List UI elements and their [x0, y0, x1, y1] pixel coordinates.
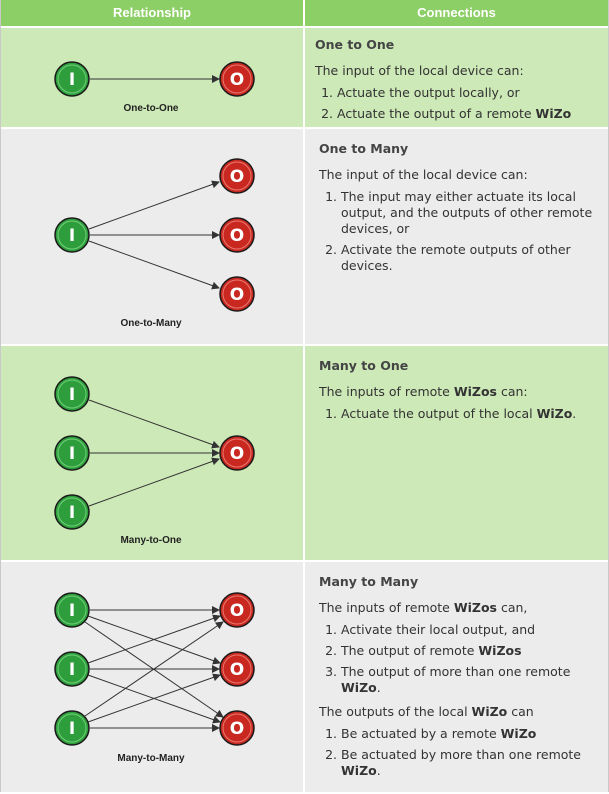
column-separator [303, 346, 305, 560]
list-item: The output of more than one remote WiZo. [341, 664, 602, 696]
list-item: Actuate the output of the local WiZo. [341, 406, 602, 422]
input-node: I [54, 61, 90, 97]
svg-text:I: I [69, 660, 75, 680]
input-node: I [54, 376, 90, 412]
connection-arrow [88, 457, 220, 507]
header-connections: Connections [305, 0, 608, 26]
connection-list: Actuate the output of the local WiZo. [319, 406, 602, 422]
connection-arrow [88, 399, 220, 449]
input-node: I [54, 217, 90, 253]
connection-arrow [88, 240, 220, 290]
connection-intro-outputs: The outputs of the local WiZo can [319, 704, 534, 719]
svg-text:O: O [230, 444, 244, 464]
diagram-cell: I O O O One-to-Many [1, 129, 303, 344]
many-to-one-diagram: I I I O [54, 376, 255, 530]
connections-cell: Many to One The inputs of remote WiZos c… [305, 346, 608, 560]
list-item: Activate the remote outputs of other dev… [341, 242, 602, 274]
connections-text: Many to One The inputs of remote WiZos c… [319, 358, 602, 430]
diagram-cell: I I I O [1, 562, 303, 792]
svg-text:O: O [230, 285, 244, 305]
svg-text:I: I [69, 385, 75, 405]
output-node: O [219, 435, 255, 471]
list-item: Actuate the output of a remote WiZo [337, 106, 602, 122]
many-to-many-diagram: I I I O [54, 592, 255, 746]
connection-list: The input may either actuate its local o… [319, 189, 602, 274]
diagram-cell: I O One-to-One [1, 28, 303, 127]
connection-list-outputs: Be actuated by a remote WiZo Be actuated… [319, 726, 602, 779]
input-node: I [54, 494, 90, 530]
list-item: Activate their local output, and [341, 622, 602, 638]
output-node: O [219, 592, 255, 628]
diagram-label: Many-to-Many [117, 753, 185, 764]
row-many-to-one: I I I O Many-to-One [1, 346, 608, 560]
connection-arrow [87, 614, 221, 664]
connection-intro: The inputs of remote WiZos can, [319, 600, 528, 615]
connection-title: Many to Many [319, 574, 419, 589]
row-one-to-many: I O O O One-to-Many [1, 129, 608, 344]
output-node: O [219, 61, 255, 97]
one-to-one-diagram: I O [54, 61, 255, 97]
svg-text:O: O [230, 226, 244, 246]
one-to-many-diagram: I O O O [54, 158, 255, 312]
list-item: Be actuated by more than one remote WiZo… [341, 747, 602, 779]
svg-text:I: I [69, 601, 75, 621]
list-item: Actuate the output locally, or [337, 85, 602, 101]
list-item: Be actuated by a remote WiZo [341, 726, 602, 742]
input-node: I [54, 651, 90, 687]
diagram-label: One-to-One [123, 103, 179, 114]
connection-arrow [87, 673, 221, 723]
output-node: O [219, 276, 255, 312]
svg-text:I: I [69, 719, 75, 739]
connection-arrow [84, 621, 224, 717]
diagram-cell: I I I O Many-to-One [1, 346, 303, 560]
row-separator [1, 560, 608, 562]
connections-cell: Many to Many The inputs of remote WiZos … [305, 562, 608, 792]
row-separator [1, 26, 608, 28]
connection-list: Actuate the output locally, or Actuate t… [315, 85, 602, 122]
row-one-to-one: I O One-to-One One to One The input of t… [1, 28, 608, 127]
output-node: O [219, 651, 255, 687]
row-many-to-many: I I I O [1, 562, 608, 792]
connections-text: One to One The input of the local device… [315, 37, 602, 130]
column-separator [303, 562, 305, 792]
svg-text:I: I [69, 226, 75, 246]
connections-text: One to Many The input of the local devic… [319, 141, 602, 282]
row-separator [1, 344, 608, 346]
diagram-label: One-to-Many [120, 318, 182, 329]
connection-title: One to One [315, 37, 395, 52]
diagram-label: Many-to-One [120, 535, 182, 546]
list-item: The input may either actuate its local o… [341, 189, 602, 237]
connection-list: Activate their local output, and The out… [319, 622, 602, 696]
svg-text:I: I [69, 444, 75, 464]
connection-intro: The input of the local device can: [315, 63, 524, 78]
output-node: O [219, 217, 255, 253]
input-node: I [54, 710, 90, 746]
connections-cell: One to One The input of the local device… [305, 28, 608, 127]
row-separator [1, 127, 608, 129]
connection-intro: The inputs of remote WiZos can: [319, 384, 528, 399]
svg-text:O: O [230, 660, 244, 680]
connections-cell: One to Many The input of the local devic… [305, 129, 608, 344]
connection-title: One to Many [319, 141, 409, 156]
column-separator [303, 28, 305, 127]
column-separator [303, 129, 305, 344]
connection-title: Many to One [319, 358, 409, 373]
connections-text: Many to Many The inputs of remote WiZos … [319, 574, 602, 787]
connection-arrow [88, 180, 220, 230]
svg-text:O: O [230, 70, 244, 90]
input-node: I [54, 592, 90, 628]
output-node: O [219, 158, 255, 194]
input-node: I [54, 435, 90, 471]
output-node: O [219, 710, 255, 746]
svg-text:I: I [69, 70, 75, 90]
svg-text:O: O [230, 167, 244, 187]
header-relationship: Relationship [1, 0, 303, 26]
svg-text:I: I [69, 503, 75, 523]
svg-text:O: O [230, 719, 244, 739]
connection-intro: The input of the local device can: [319, 167, 528, 182]
list-item: The output of remote WiZos [341, 643, 602, 659]
svg-text:O: O [230, 601, 244, 621]
